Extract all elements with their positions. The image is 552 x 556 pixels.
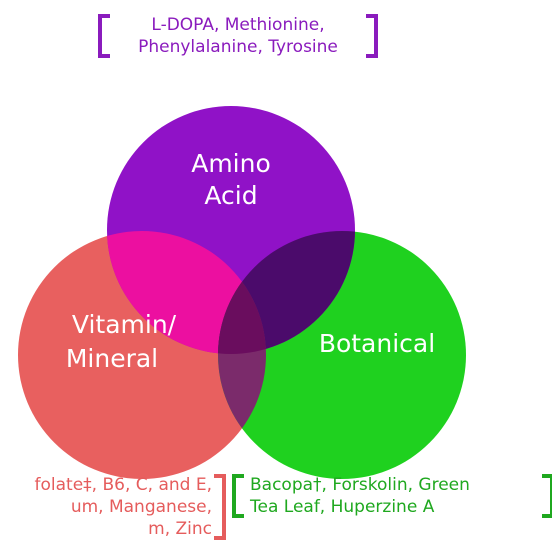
botanical-label: Botanical xyxy=(319,329,435,358)
botanical-examples-line-2: Tea Leaf, Huperzine A xyxy=(250,497,435,517)
amino-examples-line-2: Phenylalanine, Tyrosine xyxy=(138,37,338,57)
amino-acid-label-line-2: Acid xyxy=(204,181,257,210)
botanical-right-bracket xyxy=(542,474,552,518)
botanical-examples-line-1: Bacopa†, Forskolin, Green xyxy=(250,475,470,495)
amino-acid-label-line-1: Amino xyxy=(191,149,271,178)
vitamin-mineral-label-line-1: Vitamin/ xyxy=(72,310,177,339)
amino-botanical-overlap xyxy=(218,231,355,354)
vitamin-examples-line-3: m, Zinc xyxy=(148,519,212,539)
amino-right-bracket xyxy=(366,14,378,58)
amino-left-bracket xyxy=(98,14,110,58)
vitamin-examples-line-2: um, Manganese, xyxy=(70,497,212,517)
vitamin-right-bracket xyxy=(214,474,226,540)
vitamin-mineral-label-line-2: Mineral xyxy=(66,344,158,373)
botanical-examples: Bacopa†, Forskolin, Green Tea Leaf, Hupe… xyxy=(232,474,552,518)
amino-vitamin-overlap xyxy=(107,231,266,354)
vitamin-examples-line-1: folate‡, B6, C, and E, xyxy=(34,475,212,495)
botanical-left-bracket xyxy=(232,474,244,518)
amino-examples-line-1: L-DOPA, Methionine, xyxy=(151,15,325,35)
amino-acid-examples: L-DOPA, Methionine, Phenylalanine, Tyros… xyxy=(98,14,378,58)
vitamin-mineral-examples: folate‡, B6, C, and E, um, Manganese, m,… xyxy=(0,474,226,540)
